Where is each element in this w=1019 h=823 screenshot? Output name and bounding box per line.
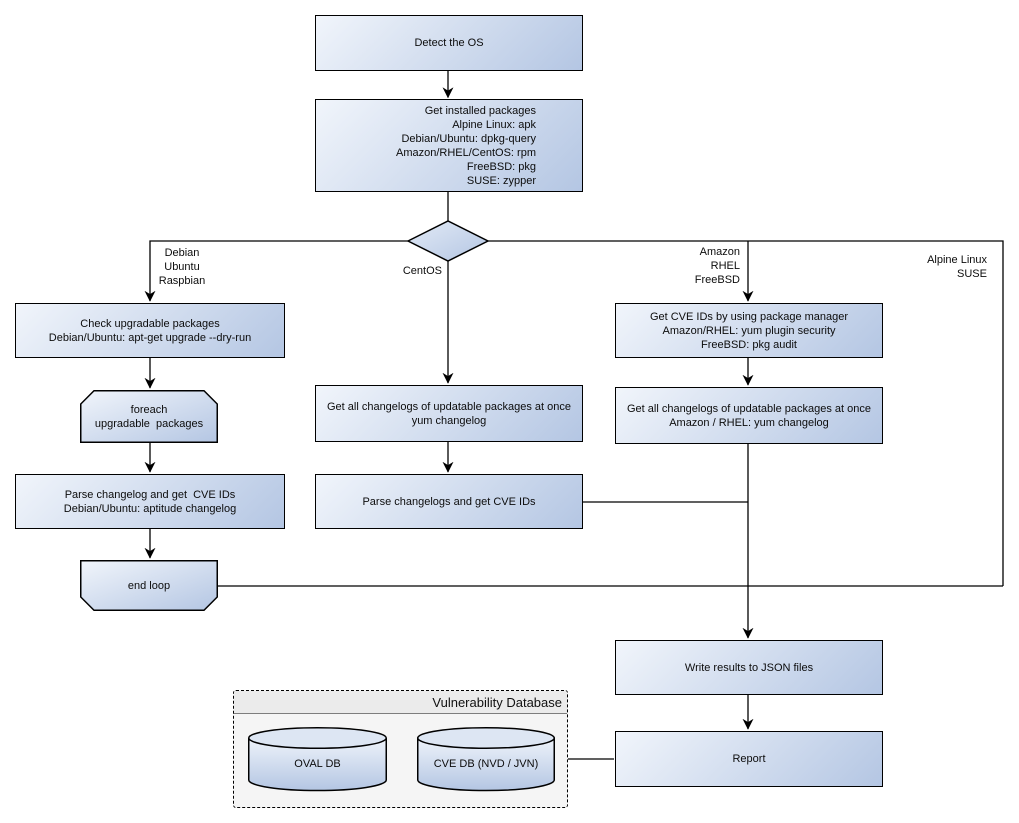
branch-label-amazon: Amazon RHEL FreeBSD [694, 246, 740, 286]
oval-db-cylinder: OVAL DB [248, 727, 387, 792]
node-get-changelogs-rhel-label: Get all changelogs of updatable packages… [626, 402, 871, 429]
node-get-cve-ids-pkg-manager: Get CVE IDs by using package manager Ama… [615, 303, 883, 358]
node-parse-changelog-debian: Parse changelog and get CVE IDs Debian/U… [15, 474, 285, 529]
node-report-label: Report [732, 753, 766, 765]
vulnerability-database-title: Vulnerability Database [432, 694, 562, 710]
branch-label-alpine: Alpine Linux SUSE [927, 254, 987, 280]
node-write-json-label: Write results to JSON files [684, 661, 814, 674]
node-get-installed-packages: Get installed packages Alpine Linux: apk… [315, 99, 583, 192]
database-cylinder-icon [417, 727, 555, 792]
node-parse-changelog-debian-label: Parse changelog and get CVE IDs Debian/U… [63, 488, 237, 515]
loop-end-shape [80, 560, 218, 611]
node-parse-changelogs-centos-label: Parse changelogs and get CVE IDs [362, 495, 536, 508]
node-write-json: Write results to JSON files [615, 640, 883, 695]
connector-decision-to-check-upgradable [144, 240, 408, 302]
node-report: Report [615, 731, 883, 787]
node-end-loop-label: end loop [127, 579, 171, 592]
branch-label-debian: Debian Ubuntu Raspbian [158, 247, 206, 287]
node-parse-changelogs-centos: Parse changelogs and get CVE IDs [315, 474, 583, 529]
node-get-cve-ids-pkg-manager-label: Get CVE IDs by using package manager Ama… [649, 310, 849, 351]
connector-decision-right-rail [488, 240, 1004, 586]
node-foreach-loop: foreach upgradable packages [80, 390, 218, 443]
os-decision-diamond [406, 220, 490, 262]
node-detect-os-label: Detect the OS [414, 37, 484, 49]
vulnerability-database-header: Vulnerability Database [234, 691, 567, 714]
loop-start-shape [80, 390, 218, 443]
node-get-changelogs-centos-label: Get all changelogs of updatable packages… [326, 400, 571, 427]
branch-label-centos: CentOS [402, 265, 442, 277]
database-cylinder-icon [248, 727, 387, 792]
oval-db-label: OVAL DB [294, 758, 341, 770]
node-check-upgradable: Check upgradable packages Debian/Ubuntu:… [15, 303, 285, 358]
node-get-installed-packages-label: Get installed packages Alpine Linux: apk… [396, 104, 536, 187]
node-foreach-loop-label: foreach upgradable packages [94, 403, 204, 430]
node-detect-os: Detect the OS [315, 15, 583, 71]
node-end-loop: end loop [80, 560, 218, 611]
cve-db-cylinder: CVE DB (NVD / JVN) [417, 727, 555, 792]
node-check-upgradable-label: Check upgradable packages Debian/Ubuntu:… [48, 317, 252, 344]
node-get-changelogs-centos: Get all changelogs of updatable packages… [315, 385, 583, 442]
node-get-changelogs-rhel: Get all changelogs of updatable packages… [615, 387, 883, 444]
cve-db-label: CVE DB (NVD / JVN) [433, 758, 539, 770]
